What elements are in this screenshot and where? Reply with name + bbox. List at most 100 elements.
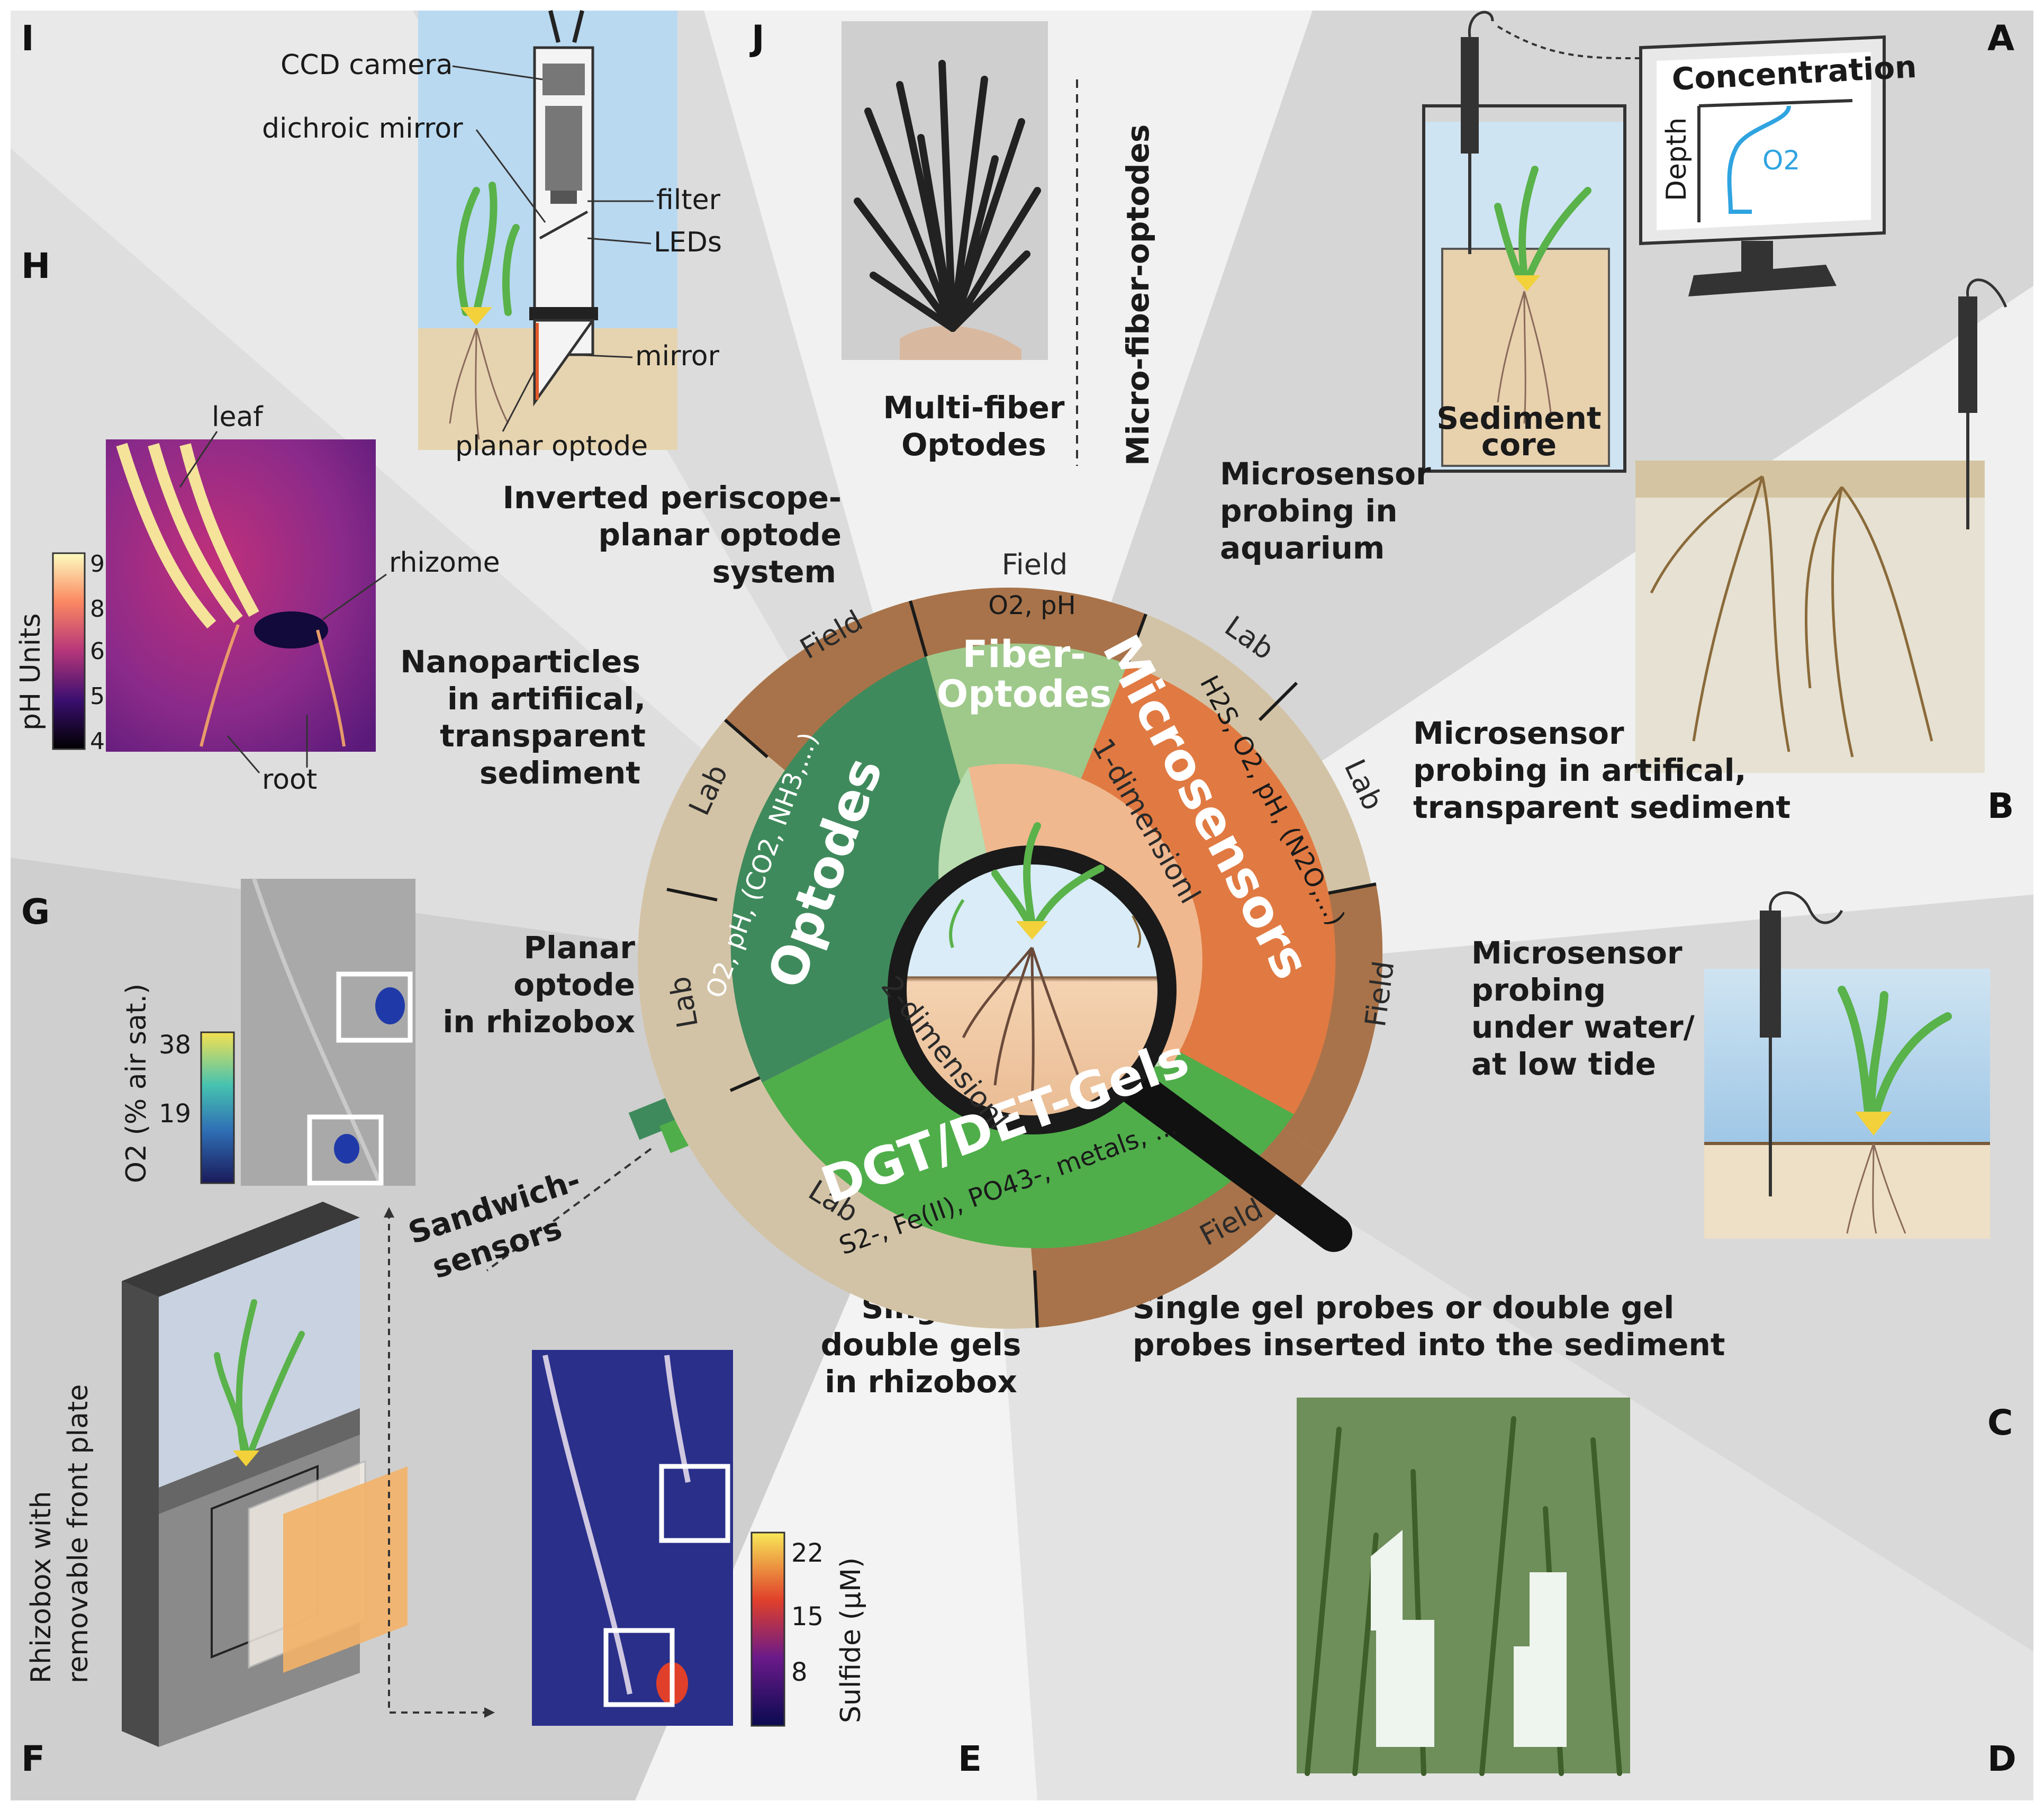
monitor: Concentration Depth O2 (1639, 35, 1918, 296)
caption-h-line2: in artifiical, (447, 681, 646, 717)
panel-letter-a: A (1987, 18, 2014, 59)
caption-g-line3: in rhizobox (442, 1004, 635, 1040)
ph-tick-8: 8 (90, 596, 105, 623)
fiber-optodes-analytes: O2, pH (988, 591, 1075, 620)
panel-g-caption: Planar optode in rhizobox (442, 930, 635, 1040)
front-plate (283, 1466, 408, 1673)
fiber-optodes-title-line1: Fiber- (963, 633, 1086, 676)
ph-colorbar (52, 552, 86, 750)
center-wheel (638, 588, 1383, 1329)
fiber-bundle (854, 60, 1041, 332)
caption-c-line2: probing (1471, 972, 1606, 1008)
ph-tick-5: 5 (90, 683, 105, 710)
panel-d-caption: Single gel probes or double gel probes i… (1133, 1290, 1725, 1363)
panel-j-fiber-photo (842, 21, 1048, 360)
monitor-ylabel: Depth (1661, 118, 1693, 201)
roots (1650, 475, 1933, 758)
panel-letter-b: B (1987, 786, 2014, 826)
caption-e-line3: in rhizobox (825, 1364, 1017, 1400)
label-dichroic-mirror: dichroic mirror (262, 113, 463, 145)
rhizobox-label-line2: removable front plate (62, 1384, 94, 1683)
microsensor-probe-c (1760, 911, 1781, 1038)
panel-j-caption: Multi-fiber Optodes Micro-fiber-optodes (883, 79, 1156, 466)
o2-tick-19: 19 (159, 1099, 191, 1129)
seagrass-leaves (456, 182, 520, 316)
microsensor-probe-b (1958, 296, 1977, 413)
magnifier-handle (1114, 1067, 1352, 1252)
caption-h-line4: sediment (480, 755, 640, 791)
core-label-line1: Sediment (1436, 400, 1601, 436)
label-planar-optode: planar optode (455, 430, 648, 462)
caption-b-line1: Microsensor (1413, 715, 1624, 751)
sulfide-tick-22: 22 (791, 1538, 824, 1568)
panel-h-image: 9 8 6 5 4 pH Units leaf rhizome root (15, 401, 500, 796)
caption-c-line3: under water/ (1471, 1009, 1695, 1045)
panel-letter-c: C (1987, 1402, 2013, 1443)
panel-letter-i: I (21, 18, 34, 59)
label-mirror: mirror (635, 340, 720, 372)
label-root: root (262, 764, 317, 796)
panel-letters: A B C D E F G H I J (21, 18, 2016, 1779)
caption-h-line3: transparent (440, 718, 646, 754)
caption-c-line4: at low tide (1471, 1046, 1656, 1082)
monitor-curve-label: O2 (1762, 145, 1800, 176)
sulfide-tick-8: 8 (791, 1657, 808, 1687)
label-ccd-camera: CCD camera (281, 49, 453, 81)
panel-i-periscope: CCD camera dichroic mirror filter LEDs m… (262, 10, 722, 462)
panel-a-caption: Microsensor probing in aquarium (1220, 456, 1431, 566)
panel-i-caption: Inverted periscope- planar optode system (503, 480, 842, 590)
o2-colorbar-label: O2 (% air sat.) (121, 984, 152, 1183)
ring-separators (666, 600, 1377, 1328)
panel-letter-d: D (1987, 1738, 2016, 1779)
caption-i-line3: system (712, 554, 836, 590)
sediment (1704, 1143, 1990, 1239)
caption-i-line1: Inverted periscope- (503, 480, 842, 516)
label-rhizome: rhizome (389, 547, 500, 579)
caption-d-line2: probes inserted into the sediment (1133, 1327, 1725, 1363)
panel-b-caption: Microsensor probing in artifical, transp… (1413, 715, 1790, 825)
caption-a-line1: Microsensor (1220, 456, 1431, 492)
rhizome-dark (254, 611, 328, 648)
panel-c-illustration (1704, 891, 1990, 1239)
caption-c-line1: Microsensor (1471, 935, 1683, 971)
caption-g-line2: optode (513, 967, 635, 1003)
ph-tick-4: 4 (90, 728, 105, 755)
panel-a-aquarium: Sediment core Concentration Depth O2 (1422, 11, 1918, 473)
caption-a-line2: probing in (1220, 493, 1398, 529)
panel-g-image: 38 19 O2 (% air sat.) (121, 878, 415, 1187)
gel-probe-left (1371, 1530, 1434, 1747)
caption-a-line3: aquarium (1220, 530, 1385, 566)
sulfide-colorbar (750, 1531, 785, 1727)
caption-j-line2: Optodes (901, 427, 1046, 463)
microsensor-probe (1461, 37, 1479, 154)
caption-d-line1: Single gel probes or double gel (1133, 1290, 1674, 1326)
rhizobox-water (159, 1218, 360, 1488)
transparent-sediment (1635, 461, 1985, 773)
panel-letter-e: E (958, 1738, 982, 1779)
mirror-tip (533, 319, 595, 407)
panel-f-rhizobox: Rhizobox with removable front plate (25, 1202, 495, 1747)
caption-b-line3: transparent sediment (1413, 789, 1790, 825)
panel-b-photo (1635, 278, 2007, 773)
o2-image (241, 879, 415, 1186)
o2-colorbar (200, 1031, 235, 1184)
micro-fiber-optodes-label: Micro-fiber-optodes (1120, 124, 1156, 466)
fiber-optodes-title-line2: Optodes (937, 672, 1111, 716)
caption-j-line1: Multi-fiber (883, 390, 1064, 426)
caption-e-line2: double gels (821, 1327, 1021, 1363)
ccd-camera (542, 64, 585, 95)
panel-d-photo (1297, 1398, 1630, 1776)
hand (900, 326, 1021, 360)
core-label-line2: core (1481, 427, 1557, 463)
panel-letter-h: H (21, 246, 50, 286)
caption-h-line1: Nanoparticles (400, 644, 640, 680)
caption-i-line2: planar optode (598, 517, 842, 553)
dichroic-mirror (539, 210, 589, 240)
ring-label-field-top: Field (1002, 548, 1068, 581)
panel-c-caption: Microsensor probing under water/ at low … (1471, 935, 1695, 1082)
o2-profile-curve (1727, 105, 1791, 214)
label-leds: LEDs (654, 227, 722, 258)
caption-b-line2: probing in artifical, (1413, 752, 1747, 788)
sulfide-colorbar-label: Sulfide (µM) (835, 1557, 867, 1723)
